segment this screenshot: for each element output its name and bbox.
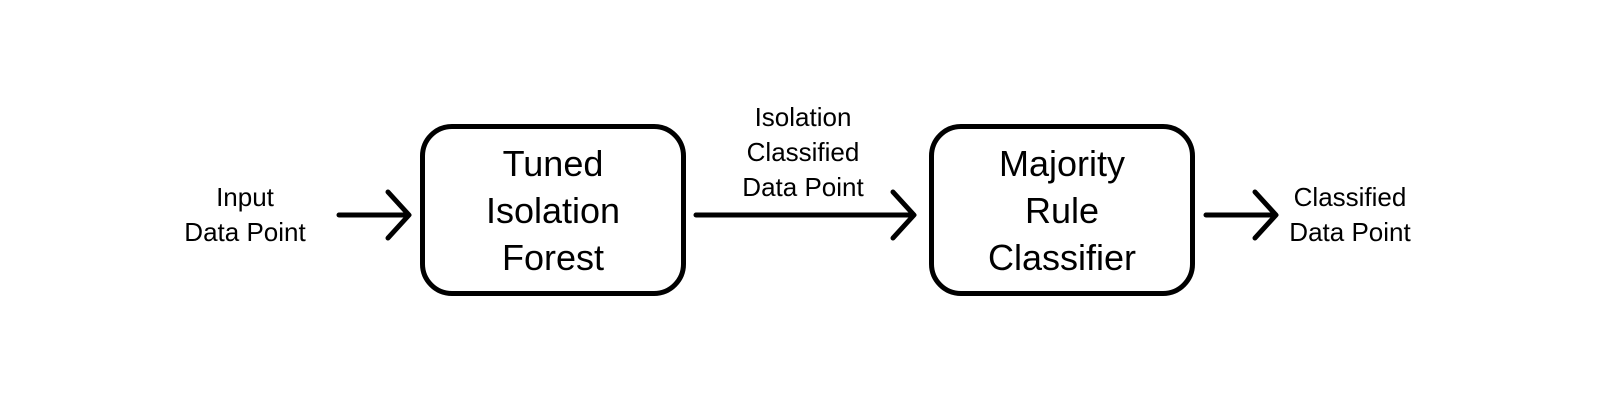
majority-rule-classifier-box: Majority Rule Classifier xyxy=(929,124,1195,296)
majority-rule-line-1: Majority xyxy=(998,142,1126,184)
majority-rule-line-3: Classifier xyxy=(987,236,1137,278)
arrow-isolation-to-majority xyxy=(693,189,917,241)
isolation-classified-data-point-label: Isolation Classified Data Point xyxy=(700,100,906,205)
intermediate-label-line-3: Data Point xyxy=(742,172,864,202)
isolation-forest-line-2: Isolation xyxy=(485,189,621,231)
classified-data-point-label: Classified Data Point xyxy=(1265,180,1435,250)
intermediate-label-line-2: Classified xyxy=(746,137,860,167)
majority-rule-line-2: Rule xyxy=(1024,189,1100,231)
arrow-majority-to-output xyxy=(1203,189,1279,241)
input-data-point-label: Input Data Point xyxy=(160,180,330,250)
output-label-line-2: Data Point xyxy=(1289,217,1411,247)
output-label-line-1: Classified xyxy=(1293,182,1407,212)
isolation-forest-line-1: Tuned xyxy=(502,142,604,184)
arrow-input-to-isolation xyxy=(336,189,412,241)
isolation-forest-line-3: Forest xyxy=(501,236,605,278)
tuned-isolation-forest-box: Tuned Isolation Forest xyxy=(420,124,686,296)
input-label-line-1: Input xyxy=(216,182,274,212)
intermediate-label-line-1: Isolation xyxy=(754,102,852,132)
input-label-line-2: Data Point xyxy=(184,217,306,247)
